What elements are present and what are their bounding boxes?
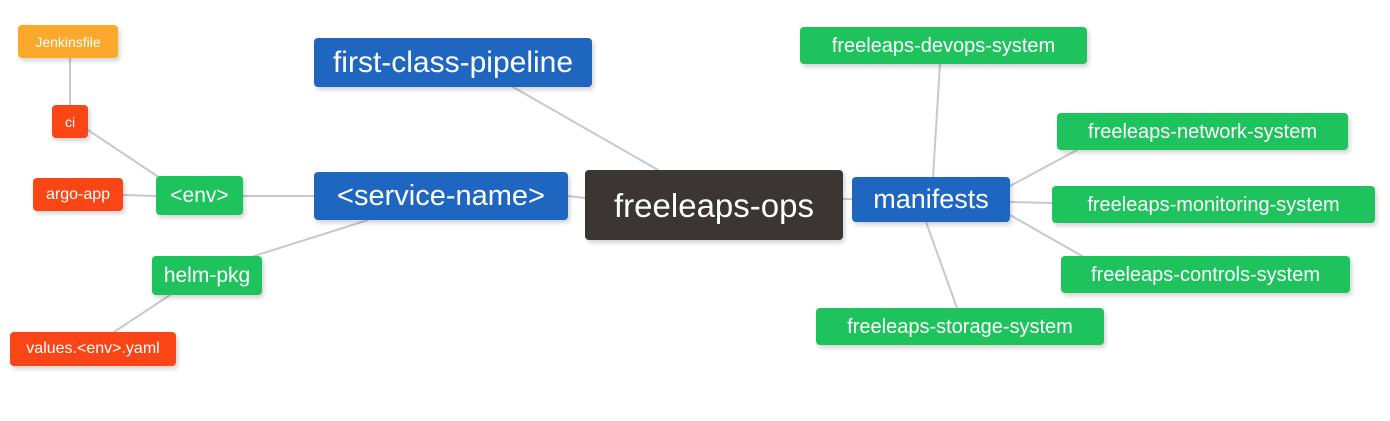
node-values-yaml[interactable]: values.<env>.yaml: [10, 332, 176, 366]
node-label: manifests: [873, 184, 989, 214]
node-env[interactable]: <env>: [156, 176, 243, 215]
node-label: argo-app: [45, 185, 111, 203]
edge-service-name-to-freeleaps-ops: [567, 195, 586, 199]
edge-manifests-to-storage-system: [925, 221, 958, 309]
node-manifests[interactable]: manifests: [852, 177, 1010, 222]
node-label: freeleaps-controls-system: [1091, 263, 1320, 286]
node-first-class-pipeline[interactable]: first-class-pipeline: [314, 38, 592, 87]
node-storage-system[interactable]: freeleaps-storage-system: [816, 308, 1104, 345]
node-label: freeleaps-monitoring-system: [1087, 193, 1340, 216]
node-label: Jenkinsfile: [35, 33, 101, 50]
edge-manifests-to-devops-system: [932, 63, 941, 178]
node-label: freeleaps-storage-system: [847, 315, 1073, 338]
node-label: <service-name>: [337, 179, 545, 212]
node-argo-app[interactable]: argo-app: [33, 178, 123, 211]
node-network-system[interactable]: freeleaps-network-system: [1057, 113, 1348, 150]
node-helm-pkg[interactable]: helm-pkg: [152, 256, 262, 295]
node-controls-system[interactable]: freeleaps-controls-system: [1061, 256, 1350, 293]
node-label: ci: [64, 113, 76, 130]
node-monitoring-system[interactable]: freeleaps-monitoring-system: [1052, 186, 1375, 223]
edge-ci-to-env: [87, 129, 161, 179]
node-label: freeleaps-devops-system: [831, 34, 1056, 57]
node-label: values.<env>.yaml: [26, 340, 160, 357]
node-label: <env>: [170, 184, 229, 207]
edge-argo-app-to-env: [122, 194, 157, 197]
edge-first-class-pipeline-to-freeleaps-ops: [512, 86, 659, 171]
node-service-name[interactable]: <service-name>: [314, 172, 568, 220]
node-label: helm-pkg: [163, 264, 251, 287]
node-freeleaps-ops[interactable]: freeleaps-ops: [585, 170, 843, 240]
node-ci[interactable]: ci: [52, 105, 88, 138]
node-devops-system[interactable]: freeleaps-devops-system: [800, 27, 1087, 64]
node-jenkinsfile[interactable]: Jenkinsfile: [18, 25, 118, 58]
node-label: first-class-pipeline: [332, 45, 574, 79]
node-label: freeleaps-ops: [614, 186, 814, 224]
edge-manifests-to-network-system: [1009, 149, 1078, 187]
edge-manifests-to-monitoring-system: [1009, 201, 1053, 204]
node-label: freeleaps-network-system: [1088, 120, 1317, 143]
edge-values-yaml-to-helm-pkg: [113, 294, 171, 333]
edge-helm-pkg-to-service-name: [247, 219, 369, 259]
